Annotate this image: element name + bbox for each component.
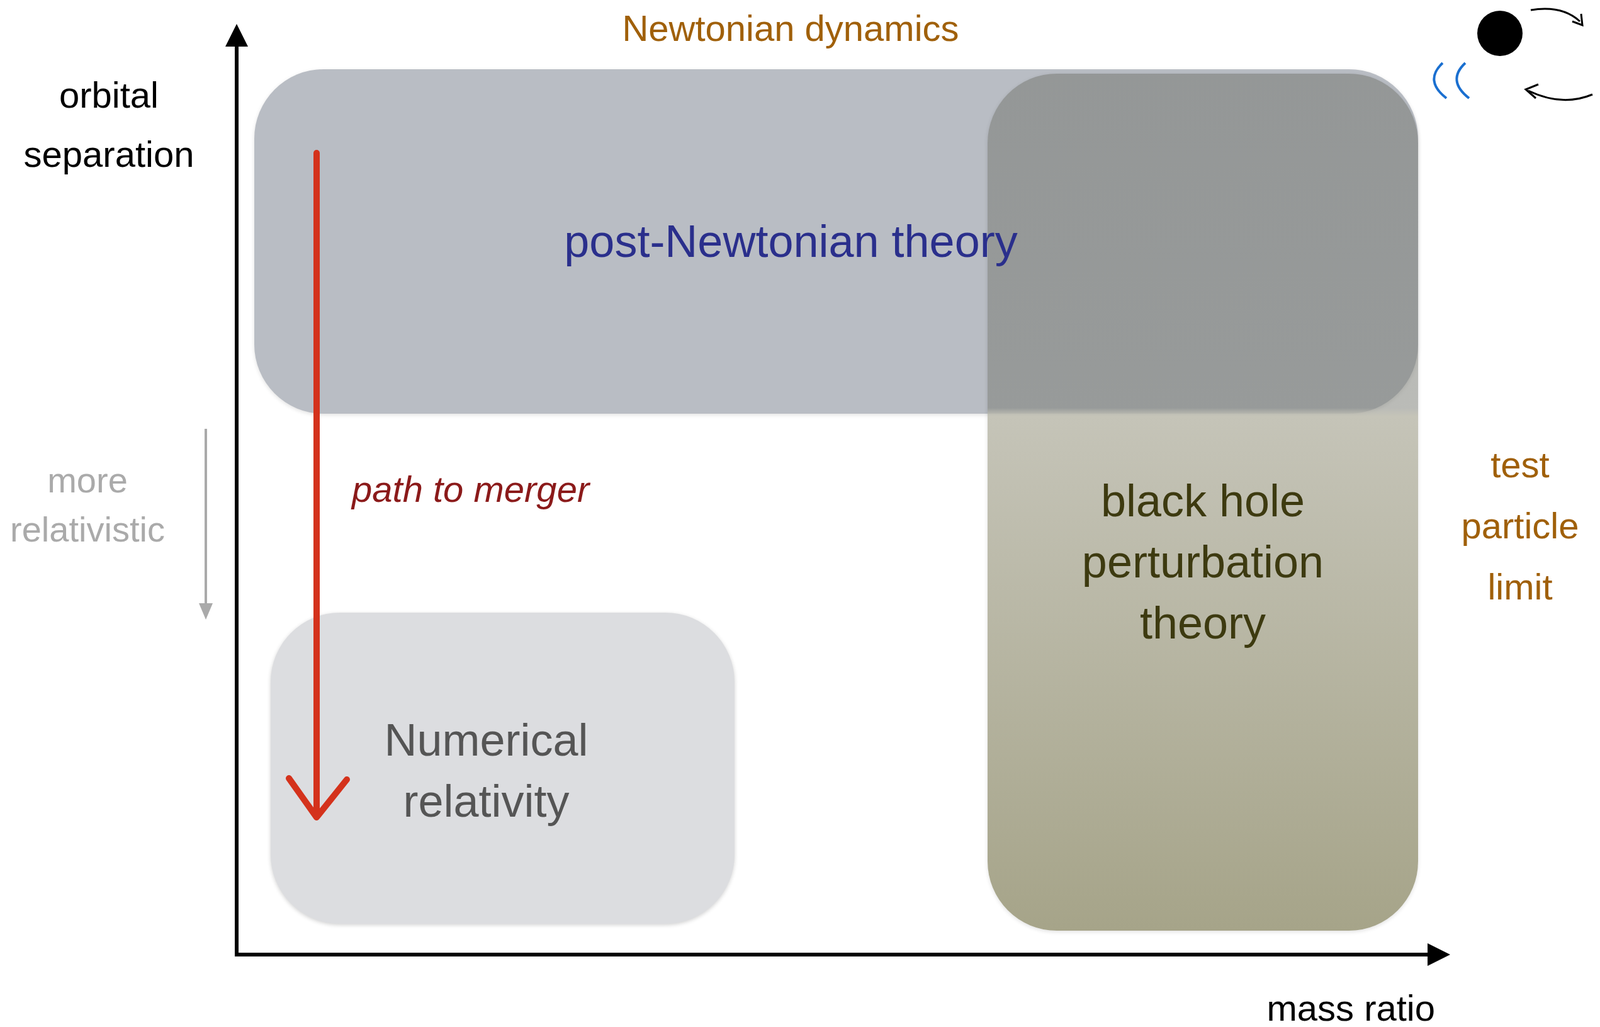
x-axis-head: [1427, 942, 1451, 966]
axis-label: mass ratio: [1183, 989, 1436, 1026]
merger-path-head: [288, 777, 347, 817]
relativistic-arrow: [204, 428, 208, 606]
merger-path-arrow: [313, 152, 320, 812]
path-label: path to merger: [351, 467, 654, 512]
y-axis-head: [225, 23, 248, 47]
orbit-arrow: [1530, 8, 1580, 22]
theory-name: post-Newtonian theory: [507, 210, 1075, 272]
region-label: test particle limit: [1450, 434, 1590, 618]
axis-label: orbital separation: [11, 65, 207, 184]
theory-region: black hole perturbation theory: [987, 73, 1419, 931]
region-label: Newtonian dynamics: [601, 7, 980, 50]
y-axis: [234, 44, 239, 955]
theory-name: Numerical relativity: [354, 709, 619, 832]
orbit-arrow-head: [1525, 84, 1539, 99]
wave-arc: [1433, 62, 1447, 99]
axis-note: more relativistic: [5, 455, 170, 555]
orbit-arrow: [1528, 90, 1593, 101]
black-hole-icon: [1477, 10, 1523, 57]
relativistic-arrow-head: [198, 602, 213, 620]
wave-arc: [1456, 62, 1470, 99]
orbit-arrow-head: [1572, 13, 1583, 26]
x-axis: [234, 952, 1431, 957]
theory-name: black hole perturbation theory: [1051, 470, 1354, 654]
theory-region: Numerical relativity: [270, 612, 735, 924]
